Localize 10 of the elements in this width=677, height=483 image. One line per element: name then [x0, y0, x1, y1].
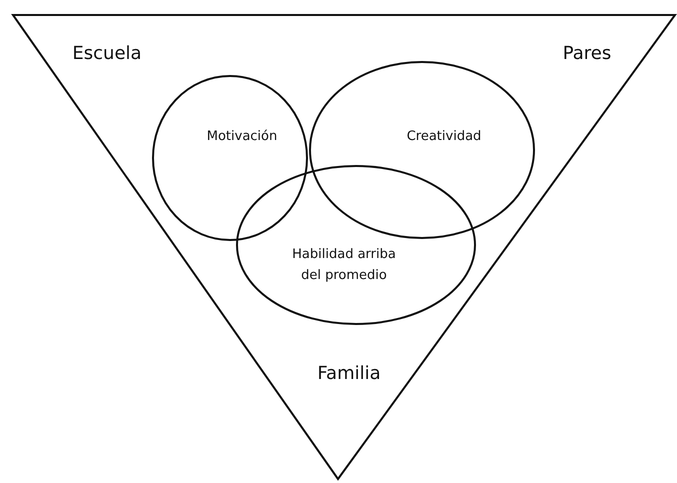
venn-circle — [309, 61, 535, 239]
region-label: Pares — [562, 42, 612, 66]
venn-circle — [152, 75, 308, 241]
circle-label: Motivación — [206, 128, 278, 146]
region-label: Familia — [316, 362, 382, 386]
venn-circle — [236, 165, 476, 325]
triangle-outline — [11, 14, 677, 481]
circle-label: Habilidad arriba del promedio — [291, 246, 397, 285]
region-label: Escuela — [72, 42, 142, 66]
circle-label: Creatividad — [406, 128, 482, 146]
